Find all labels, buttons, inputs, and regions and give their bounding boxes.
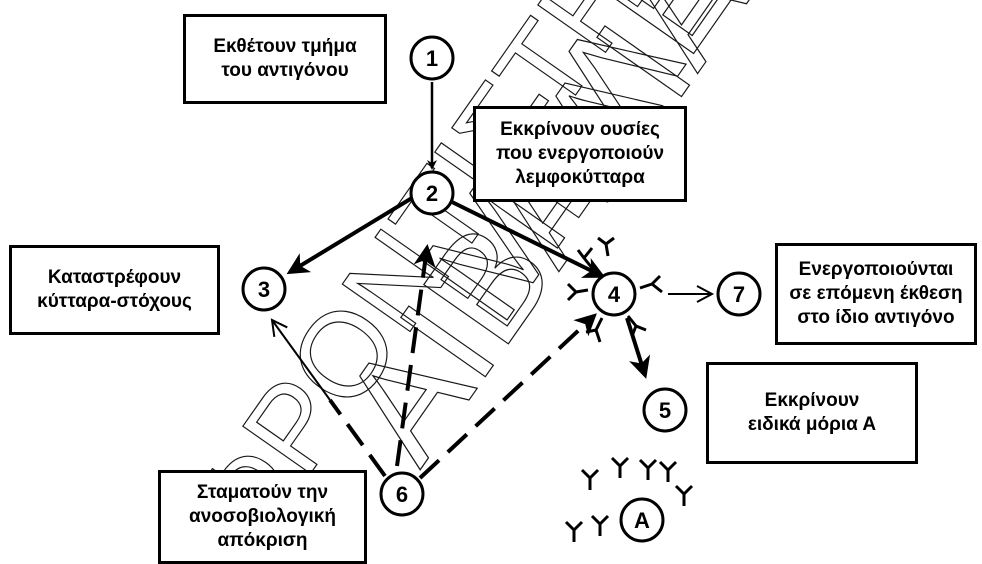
box-secrete-activators: Εκκρίνουν ουσίες που ενεργοποιούν λεμφοκ…: [473, 106, 687, 202]
node-6: 6: [379, 471, 425, 517]
node-1-label: 1: [426, 46, 438, 71]
node-5: 5: [642, 387, 688, 433]
node-2: 2: [409, 170, 455, 216]
box-stop-response: Σταματούν την ανοσοβιολογική απόκριση: [158, 470, 367, 564]
arrow-2-to-3: [286, 196, 414, 275]
node-6-label: 6: [396, 482, 408, 507]
node-4-label: 4: [608, 282, 621, 307]
node-4: 4: [591, 271, 637, 317]
node-1: 1: [409, 35, 455, 81]
box-destroy-targets: Καταστρέφουν κύτταρα-στόχους: [9, 245, 220, 335]
arrow-2-to-4: [451, 200, 606, 278]
node-a: A: [619, 497, 665, 543]
dashed-6-to-4: [418, 313, 597, 480]
arrow-4-to-5: [625, 317, 651, 379]
box-secrete-particles: Εκκρίνουν ειδικά μόρια Α: [706, 362, 918, 464]
node-3-label: 3: [258, 277, 270, 302]
receptors-on-cell-4: [566, 236, 663, 343]
arrow-6-to-3: [270, 318, 331, 401]
node-2-label: 2: [426, 181, 438, 206]
dashed-6-to-3: [328, 398, 387, 478]
antibody-particles: [564, 456, 694, 542]
node-7: 7: [716, 271, 762, 317]
box-expose-antigen: Εκθέτουν τμήμα του αντιγόνου: [183, 14, 387, 104]
node-7-label: 7: [733, 282, 745, 307]
node-a-label: A: [634, 508, 650, 533]
node-5-label: 5: [659, 398, 671, 423]
box-activated-later: Ενεργοποιούνται σε επόμενη έκθεση στο ίδ…: [775, 243, 977, 345]
node-3: 3: [241, 266, 287, 312]
